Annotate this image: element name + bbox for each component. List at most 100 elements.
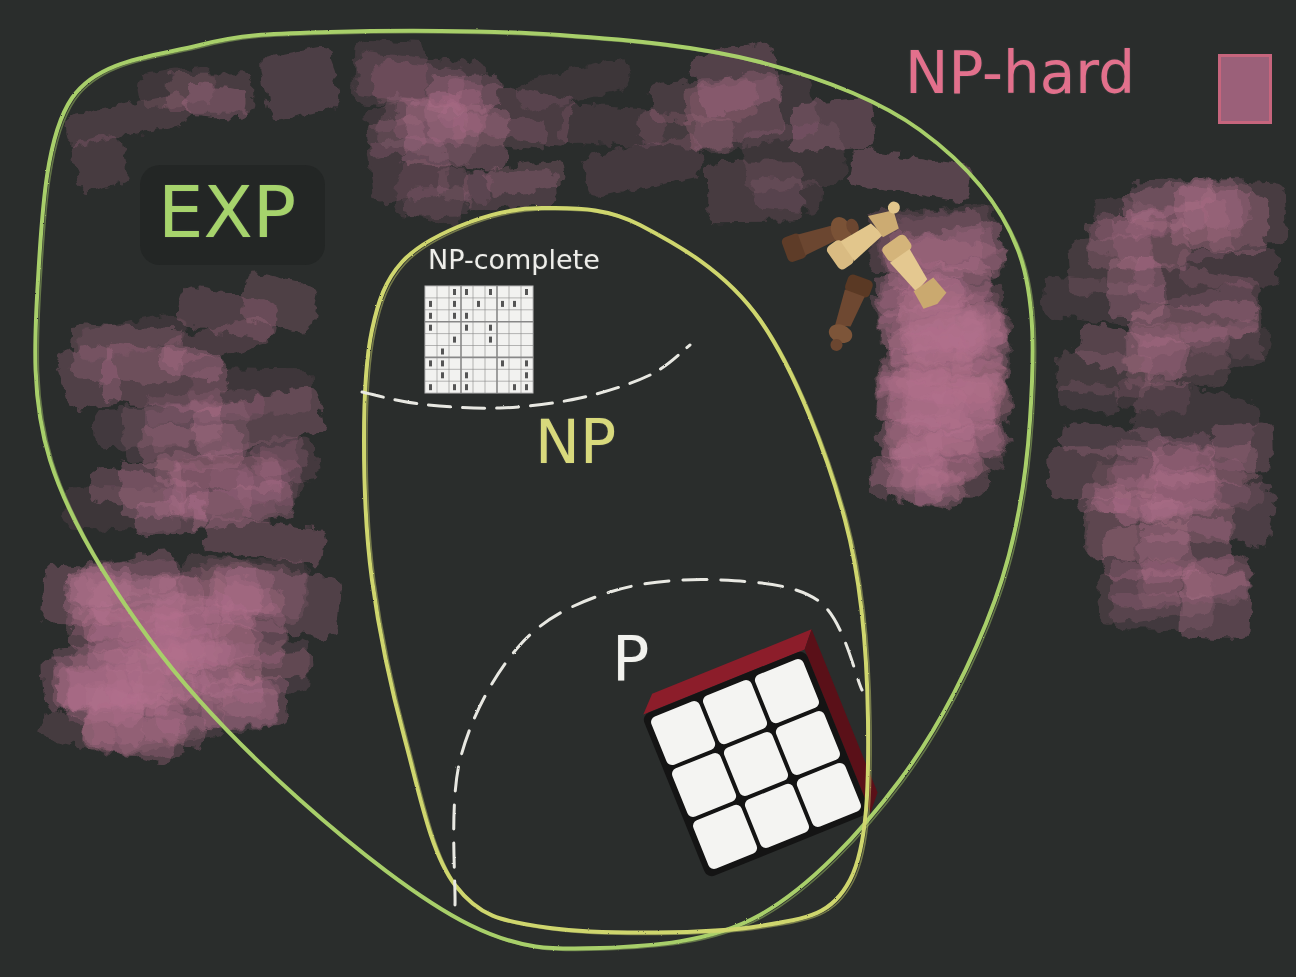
grid-line bbox=[425, 297, 533, 298]
chalk-patch bbox=[1180, 250, 1278, 287]
grid-line bbox=[460, 286, 462, 393]
outline-stroke bbox=[454, 580, 862, 905]
grid-line bbox=[509, 286, 510, 393]
region-label: NP bbox=[535, 412, 616, 472]
chalk-patch bbox=[183, 84, 247, 120]
grid-line bbox=[449, 286, 450, 393]
chalk-patch bbox=[118, 459, 186, 520]
chalk-patch bbox=[405, 186, 469, 218]
grid-mark bbox=[489, 289, 492, 295]
chalk-patch bbox=[177, 285, 280, 343]
grid-line bbox=[425, 333, 533, 334]
chalk-patch bbox=[690, 40, 784, 118]
chalk-patch bbox=[69, 132, 131, 193]
chalk-patch bbox=[1129, 280, 1263, 361]
grid-mark bbox=[441, 360, 444, 366]
legend-entry: NP-hard bbox=[905, 44, 1135, 102]
grid-mark bbox=[453, 337, 456, 343]
chalk-patch bbox=[848, 148, 974, 202]
grid-mark bbox=[453, 384, 456, 390]
chalk-patch bbox=[235, 459, 297, 521]
grid-line bbox=[485, 286, 486, 393]
grid-mark bbox=[465, 372, 468, 378]
np-complete-region: NP-complete bbox=[358, 235, 698, 420]
grid-mark bbox=[501, 301, 504, 307]
grid-line bbox=[425, 381, 533, 382]
outline-stroke bbox=[364, 208, 868, 933]
chalk-patch bbox=[1095, 208, 1169, 242]
sudoku-grid bbox=[425, 286, 533, 393]
chalk-patch bbox=[391, 155, 471, 227]
grid-mark bbox=[441, 372, 444, 378]
chalk-patch bbox=[483, 158, 566, 198]
grid-mark bbox=[429, 325, 432, 331]
region-label: EXP bbox=[158, 176, 296, 248]
chalk-shading bbox=[38, 39, 1288, 766]
grid-mark bbox=[525, 360, 528, 366]
grid-mark bbox=[477, 301, 480, 307]
grid-line bbox=[473, 286, 474, 393]
chalk-patch bbox=[64, 547, 181, 612]
region-outline bbox=[30, 25, 1040, 955]
chess-pieces bbox=[780, 198, 949, 356]
grid-line bbox=[425, 369, 533, 370]
chalk-patch bbox=[258, 45, 341, 121]
rubiks-cube bbox=[635, 629, 883, 878]
grid-mark bbox=[525, 289, 528, 295]
chalk-patch bbox=[1085, 501, 1140, 560]
region-outline bbox=[355, 205, 880, 940]
legend-label: NP-hard bbox=[905, 44, 1135, 102]
grid-mark bbox=[465, 313, 468, 319]
grid-line bbox=[425, 309, 533, 310]
chalk-patch bbox=[169, 433, 307, 523]
erased-patch bbox=[140, 165, 325, 265]
grid-mark bbox=[453, 313, 456, 319]
region-label: NP-complete bbox=[428, 246, 600, 273]
outline-stroke bbox=[362, 345, 690, 408]
grid-mark bbox=[429, 313, 432, 319]
grid-line bbox=[521, 286, 522, 393]
grid-mark bbox=[429, 360, 432, 366]
chalk-patch bbox=[189, 368, 312, 415]
region-outline bbox=[445, 570, 870, 925]
chalk-patch bbox=[135, 627, 246, 673]
grid-mark bbox=[489, 337, 492, 343]
chalk-patch bbox=[951, 347, 1006, 404]
grid-line bbox=[425, 357, 533, 359]
legend-swatch bbox=[1218, 54, 1272, 124]
outline-stroke bbox=[35, 31, 1032, 949]
grid-mark bbox=[465, 289, 468, 295]
grid-mark bbox=[525, 372, 528, 378]
grid-line bbox=[496, 286, 498, 393]
chalk-patch bbox=[76, 312, 190, 362]
chalk-patch bbox=[753, 176, 824, 212]
chalk-patch bbox=[1170, 185, 1272, 257]
region-label: P bbox=[612, 628, 649, 690]
grid-mark bbox=[453, 301, 456, 307]
chalk-patch bbox=[222, 675, 282, 719]
grid-mark bbox=[429, 384, 432, 390]
grid-mark bbox=[489, 325, 492, 331]
chalk-patch bbox=[1114, 439, 1198, 489]
grid-mark bbox=[513, 384, 516, 390]
grid-mark bbox=[465, 384, 468, 390]
np-region: NP NP-completeP bbox=[355, 205, 880, 940]
p-region: P bbox=[445, 570, 870, 925]
grid-line bbox=[437, 286, 438, 393]
outline-stroke bbox=[38, 33, 1035, 951]
chalk-patch bbox=[1108, 559, 1181, 609]
outline-stroke bbox=[367, 210, 871, 935]
grid-mark bbox=[453, 289, 456, 295]
exp-region: EXP NP NP-completeP bbox=[30, 25, 1040, 955]
chalk-patch bbox=[870, 457, 948, 487]
grid-line bbox=[425, 321, 533, 323]
chalk-patch bbox=[558, 104, 666, 149]
chalk-patch bbox=[355, 51, 484, 107]
grid-mark bbox=[429, 301, 432, 307]
grid-line bbox=[425, 345, 533, 346]
cube-sticker bbox=[795, 761, 863, 829]
chalk-patch bbox=[1055, 350, 1154, 397]
grid-mark bbox=[501, 360, 504, 366]
